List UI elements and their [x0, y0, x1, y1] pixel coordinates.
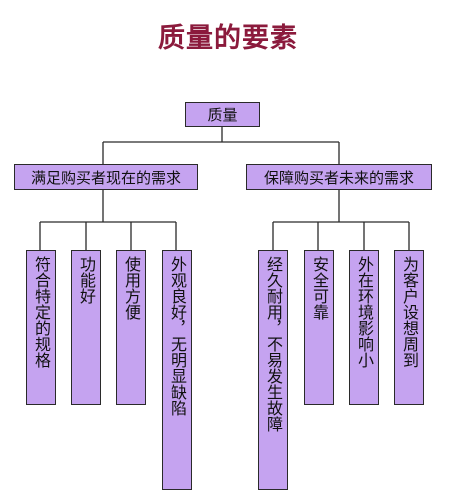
leaf-node: 使用方便 — [116, 250, 146, 405]
branch-node-future-needs: 保障购买者未来的需求 — [246, 164, 432, 190]
leaf-node: 符合特定的规格 — [26, 250, 56, 405]
connector-lines — [39, 126, 410, 250]
leaf-node: 外观良好，无明显缺陷 — [162, 250, 192, 490]
leaf-node: 经久耐用，不易发生故障 — [258, 250, 288, 490]
leaf-node: 功能好 — [71, 250, 101, 405]
leaf-node: 外在环境影响小 — [349, 250, 379, 405]
root-node: 质量 — [185, 102, 260, 127]
leaf-node: 为客户设想周到 — [394, 250, 424, 405]
branch-node-present-needs: 满足购买者现在的需求 — [14, 164, 198, 190]
leaf-node: 安全可靠 — [304, 250, 334, 405]
diagram-title: 质量的要素 — [158, 23, 298, 54]
